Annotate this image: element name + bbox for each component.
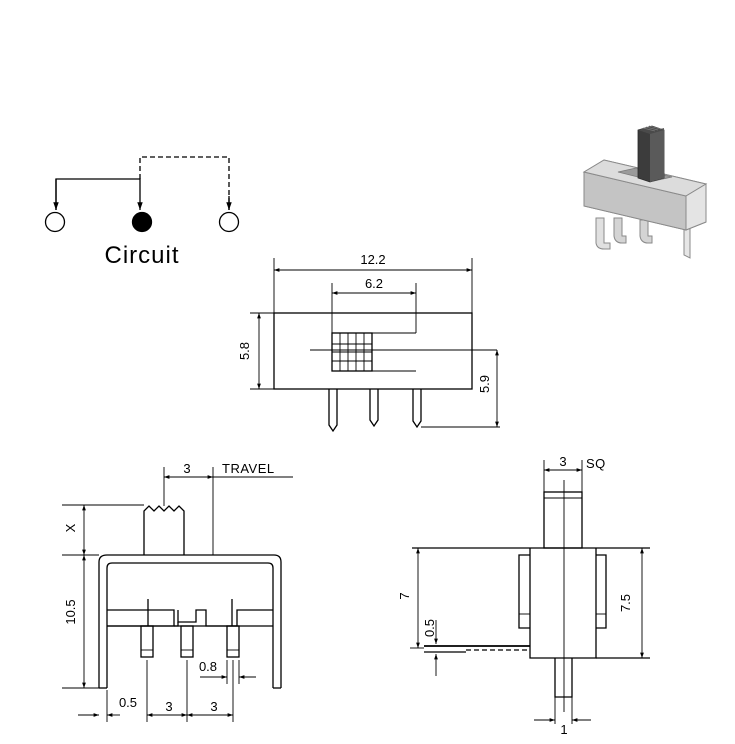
front-pin-middle <box>369 389 379 428</box>
dim-body-height-label: 10.5 <box>63 599 78 624</box>
terminal-left <box>44 211 66 233</box>
terminal-right <box>218 211 240 233</box>
dim-height-b-label: 7.5 <box>618 594 633 612</box>
dim-knob-height-label: X <box>63 523 78 532</box>
side-pin-2 <box>180 625 194 658</box>
front-pin-left <box>328 389 338 433</box>
circuit-solid-contact <box>55 178 143 210</box>
side-pin-1 <box>140 625 154 658</box>
dim-pin-length-label: 5.9 <box>477 375 492 393</box>
dim-travel-value: 3 <box>183 461 190 476</box>
circuit-label: Circuit <box>104 242 179 269</box>
side-base-left <box>107 609 175 627</box>
dim-inner-width-label: 6.2 <box>365 276 383 291</box>
front-body-outline <box>273 312 473 390</box>
end-actuator <box>543 491 583 549</box>
end-pin <box>554 658 573 698</box>
dim-pin-width-end-label: 1 <box>560 722 567 737</box>
front-view-drawing: 12.2 6.2 5.8 5.9 <box>237 252 500 433</box>
dim-pitch-2-label: 3 <box>210 699 217 714</box>
dim-knob-size-label: SQ <box>586 456 606 471</box>
side-view-drawing: 3 TRAVEL X 10.5 0.5 3 3 0.8 <box>62 461 293 722</box>
dim-height-a-label: 7 <box>397 592 412 599</box>
circuit-dashed-contact <box>139 156 230 210</box>
side-actuator <box>143 505 185 555</box>
circuit-diagram: Circuit <box>44 156 240 269</box>
switch-product-illustration <box>582 125 708 259</box>
dim-knob-size-value: 3 <box>559 454 566 469</box>
dim-height-label: 5.8 <box>237 342 252 360</box>
dim-pin-width-label: 0.8 <box>199 659 217 674</box>
front-pin-right <box>412 389 422 429</box>
dim-width-label: 12.2 <box>360 252 385 267</box>
side-frame-outer <box>98 554 282 688</box>
end-hook-left <box>518 554 530 629</box>
terminal-common <box>131 211 153 233</box>
dim-leg-offset-label: 0.5 <box>119 695 137 710</box>
side-pin-3 <box>226 625 240 658</box>
dim-pitch-1-label: 3 <box>165 699 172 714</box>
end-view-drawing: 3 SQ 7 7.5 0.5 1 <box>397 454 650 737</box>
dim-travel-label: TRAVEL <box>222 461 275 476</box>
end-body <box>529 548 597 659</box>
end-hook-right <box>596 554 607 629</box>
dim-thickness-label: 0.5 <box>422 619 437 637</box>
